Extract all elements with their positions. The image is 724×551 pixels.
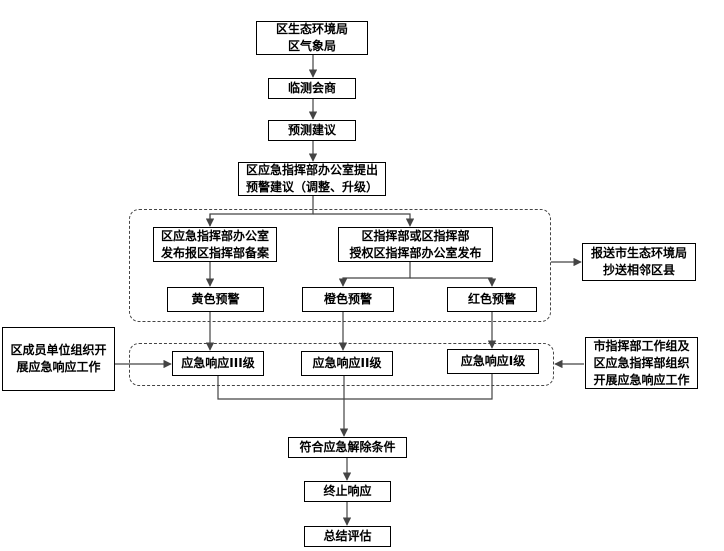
arrow-hq-red <box>410 277 497 287</box>
node-hq-authorize: 区指挥部或区指挥部 授权区指挥部办公室发布 <box>338 227 493 262</box>
connector-merge-left <box>217 376 344 400</box>
node-response-level-3: 应急响应III级 <box>172 351 264 376</box>
node-office-propose: 区应急指挥部办公室提出 预警建议（调整、升级） <box>238 162 386 196</box>
node-units-respond: 区成员单位组织开 展应急响应工作 <box>2 327 115 391</box>
response-level-group <box>129 343 554 386</box>
connector-merge-right <box>344 374 493 400</box>
connector-split-right <box>313 213 415 227</box>
connector-hq-split <box>338 262 411 287</box>
node-stop-response: 终止响应 <box>304 481 391 502</box>
node-forecast-suggest: 预测建议 <box>268 120 356 141</box>
node-response-level-2: 应急响应II级 <box>301 351 393 376</box>
node-orange-warning: 橙色预警 <box>302 287 394 312</box>
warning-publish-group <box>129 209 551 322</box>
node-evaluate: 总结评估 <box>304 526 391 547</box>
node-yellow-warning: 黄色预警 <box>167 287 264 312</box>
node-red-warning: 红色预警 <box>447 287 537 312</box>
node-agencies: 区生态环境局 区气象局 <box>256 21 368 55</box>
node-city-hq: 市指挥部工作组及 区应急指挥部组织 开展应急响应工作 <box>585 337 698 389</box>
node-report-city: 报送市生态环境局 抄送相邻区县 <box>582 243 696 281</box>
node-lift-condition: 符合应急解除条件 <box>288 437 407 458</box>
node-response-level-1: 应急响应I级 <box>447 349 539 374</box>
node-consult: 临测会商 <box>268 78 356 99</box>
node-office-publish: 区应急指挥部办公室 发布报区指挥部备案 <box>153 227 277 262</box>
